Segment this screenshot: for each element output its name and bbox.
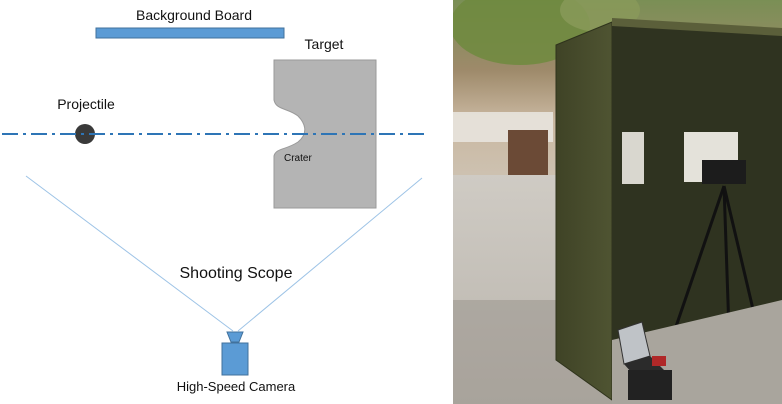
camera-label: High-Speed Camera [177,379,296,394]
projectile [75,124,95,144]
background-board-label: Background Board [136,7,252,23]
camera-lens [226,331,244,343]
test-site-photo [453,0,782,404]
crater-label: Crater [284,153,312,164]
schematic-diagram: Background Board Target Crater Projectil… [2,7,428,394]
booth-window-left [622,132,644,184]
photo-equipment-box [628,370,672,400]
scope-line-left [25,175,234,332]
booth-front-panel [555,21,613,401]
scope-line-right [237,177,423,332]
booth-interior [612,22,782,404]
shooting-scope-label: Shooting Scope [180,265,293,282]
camera-body [221,342,249,376]
photo-red-equipment [652,356,666,366]
photo-camera [702,160,746,184]
tripod-leg-1 [666,185,726,351]
target-label: Target [305,36,344,52]
projectile-label: Projectile [57,96,115,112]
background-board [95,27,285,39]
photo-distant-structure [508,130,548,176]
booth-roof-edge [612,18,782,36]
